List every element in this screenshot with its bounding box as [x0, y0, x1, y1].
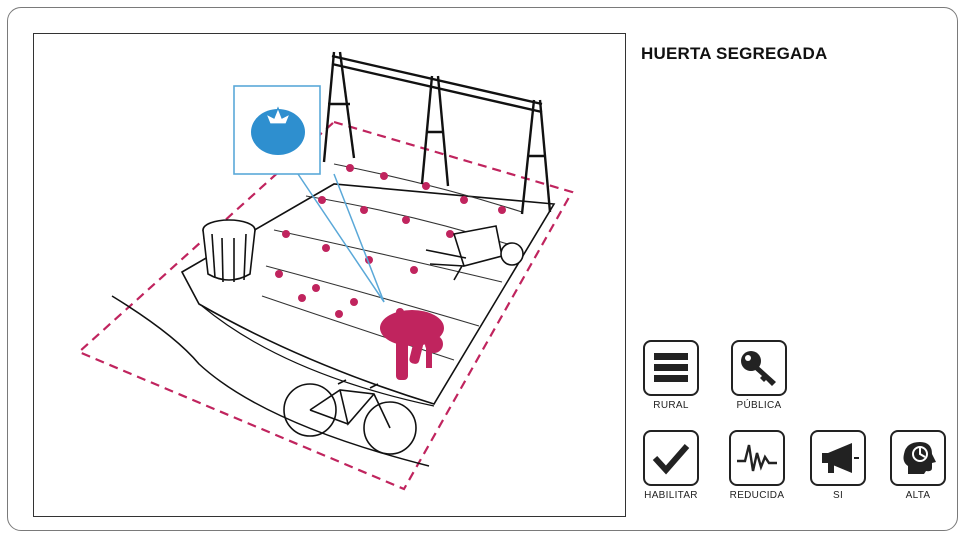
indicator-label: SI [807, 490, 869, 501]
indicator-rural: RURAL [640, 340, 702, 411]
indicator-label: REDUCIDA [726, 490, 788, 501]
megaphone-icon [810, 430, 866, 486]
indicator-label: HABILITAR [640, 490, 702, 501]
checkmark-icon [643, 430, 699, 486]
garden-illustration [33, 33, 626, 517]
stacked-lines-icon [643, 340, 699, 396]
indicator-publica: PÚBLICA [728, 340, 790, 411]
indicator-label: RURAL [640, 400, 702, 411]
indicator-label: ALTA [887, 490, 949, 501]
barrel [203, 220, 255, 282]
garden-scene [34, 34, 626, 517]
indicator-habilitar: HABILITAR [640, 430, 702, 501]
panel-title: HUERTA SEGREGADA [641, 44, 827, 64]
indicator-reducida: REDUCIDA [726, 430, 788, 501]
indicator-si: SI [807, 430, 869, 501]
head-brain-icon [890, 430, 946, 486]
indicator-alta: ALTA [887, 430, 949, 501]
key-icon [731, 340, 787, 396]
indicator-label: PÚBLICA [728, 400, 790, 411]
pulse-wave-icon [729, 430, 785, 486]
